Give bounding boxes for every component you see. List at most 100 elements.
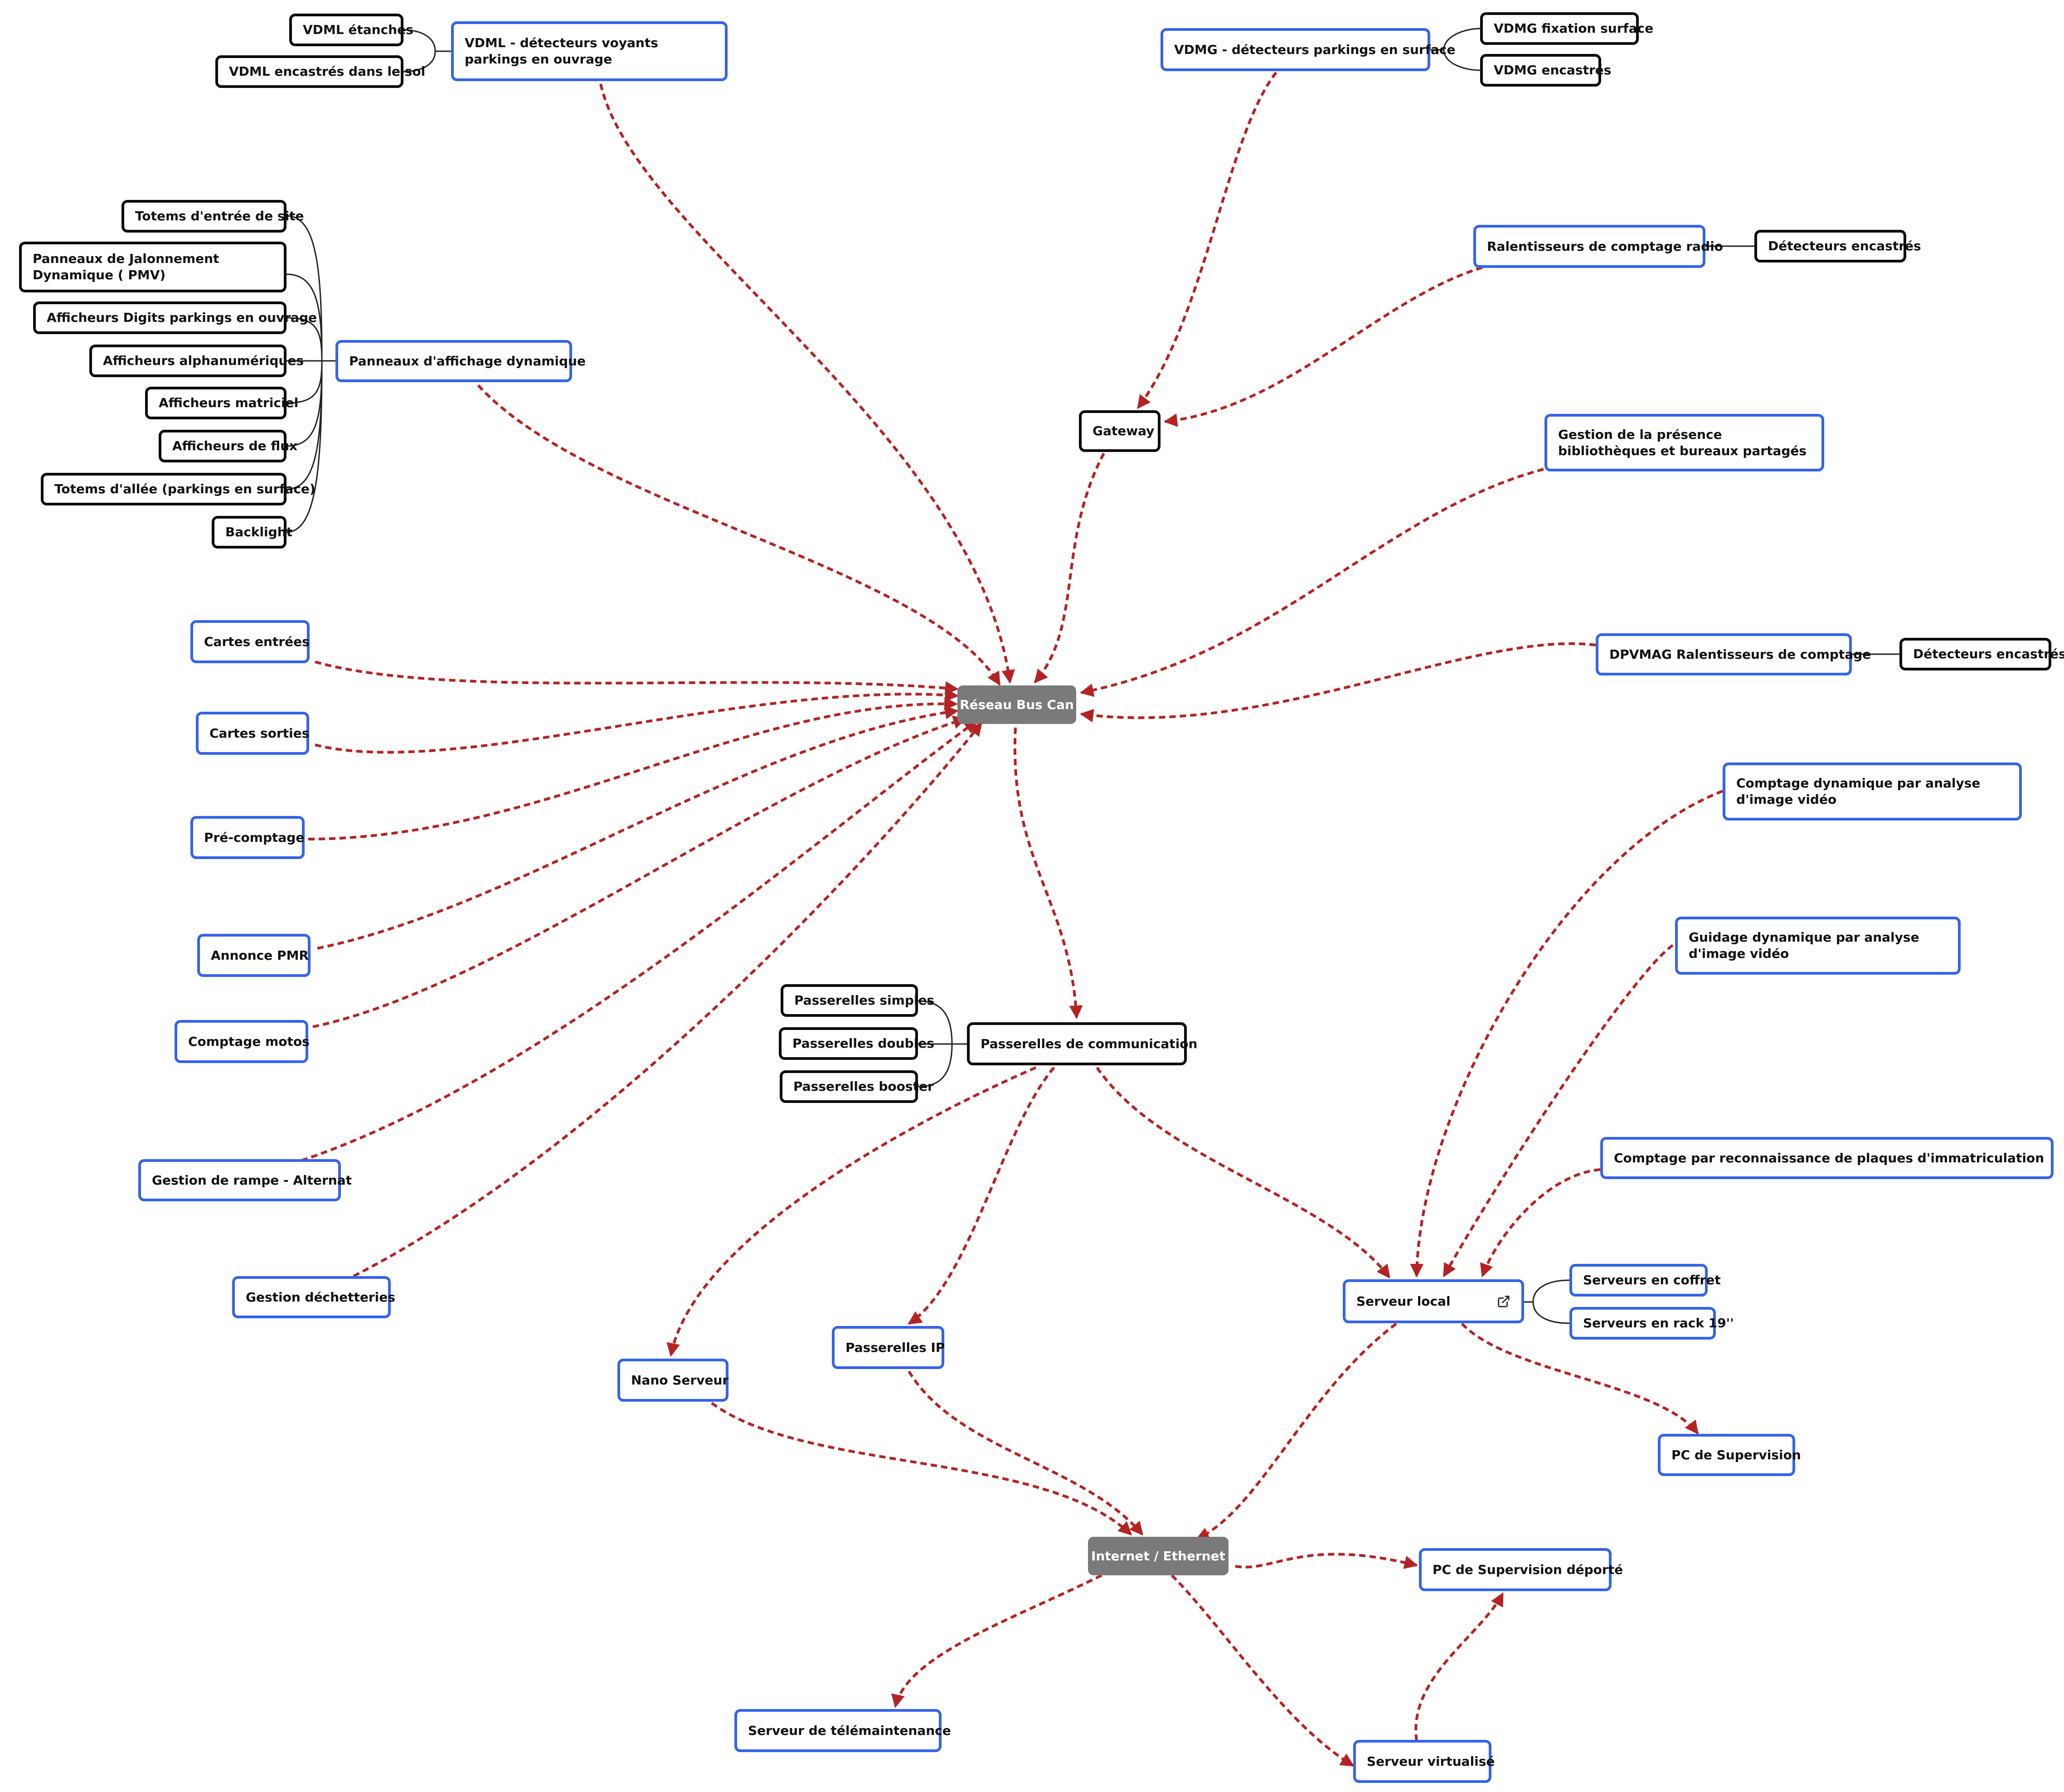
node-label: PC de Supervision déporté xyxy=(1433,1562,1623,1577)
node-totems-entree[interactable]: Totems d'entrée de site xyxy=(121,200,304,233)
arrow-dpvmag-to-reseau xyxy=(1080,642,1596,723)
node-vdml-encastres[interactable]: VDML encastrés dans le sol xyxy=(215,55,425,88)
node-vdmg-encastres[interactable]: VDMG encastrés xyxy=(1480,54,1611,87)
node-label: Annonce PMR xyxy=(211,947,309,963)
node-label: Totems d'allée (parkings en surface) xyxy=(54,481,316,496)
node-label: Réseau Bus Can xyxy=(960,697,1074,712)
node-label: Serveurs en coffret xyxy=(1583,1272,1721,1287)
node-label: Serveur local xyxy=(1356,1293,1451,1309)
node-gestion-presence[interactable]: Gestion de la présence bibliothèques et … xyxy=(1544,414,1824,471)
node-cartes-sorties[interactable]: Cartes sorties xyxy=(196,712,309,755)
node-reseau-bus-can[interactable]: Réseau Bus Can xyxy=(957,685,1076,724)
node-vdml[interactable]: VDML - détecteurs voyants parkings en ou… xyxy=(451,21,728,81)
node-label: Serveur virtualisé xyxy=(1367,1753,1495,1769)
node-serveurs-coffret[interactable]: Serveurs en coffret xyxy=(1569,1264,1721,1297)
node-label: Passerelles booster xyxy=(793,1079,934,1094)
tree-line-panneaux xyxy=(286,215,335,533)
arrow-internet-to-virtualise xyxy=(1170,1574,1355,1767)
node-label: Pré-comptage xyxy=(204,830,305,845)
node-cartes-entrees[interactable]: Cartes entrées xyxy=(190,620,310,663)
arrow-precomptage-to-reseau xyxy=(308,697,958,840)
node-label: DPVMAG Ralentisseurs de comptage xyxy=(1609,646,1871,662)
node-serveur-local[interactable]: Serveur local xyxy=(1343,1279,1524,1323)
arrow-passerelles-to-ip xyxy=(908,1067,1055,1325)
arrow-dechetteries-to-reseau xyxy=(353,722,983,1277)
node-afficheurs-flux[interactable]: Afficheurs de flux xyxy=(159,430,297,462)
node-pre-comptage[interactable]: Pré-comptage xyxy=(190,816,305,859)
node-detecteurs-encastres-2[interactable]: Détecteurs encastrés xyxy=(1899,638,2064,670)
node-label: Internet / Ethernet xyxy=(1091,1548,1226,1564)
node-detecteurs-encastres-1[interactable]: Détecteurs encastrés xyxy=(1754,230,1921,262)
node-label: Totems d'entrée de site xyxy=(135,209,304,223)
node-vdmg[interactable]: VDMG - détecteurs parkings en surface xyxy=(1161,28,1456,71)
arrow-motos-to-reseau xyxy=(312,715,967,1028)
node-comptage-plaques[interactable]: Comptage par reconnaissance de plaques d… xyxy=(1600,1137,2054,1179)
tree-line-vdmg xyxy=(1430,28,1481,71)
node-vdml-etanches[interactable]: VDML étanches xyxy=(289,14,413,46)
node-pc-supervision-deporte[interactable]: PC de Supervision déporté xyxy=(1419,1548,1623,1591)
node-afficheurs-digits[interactable]: Afficheurs Digits parkings en ouvrage xyxy=(33,301,317,334)
node-panneaux-affichage[interactable]: Panneaux d'affichage dynamique xyxy=(335,340,586,382)
node-passerelles-booster[interactable]: Passerelles booster xyxy=(780,1070,934,1103)
node-comptage-image[interactable]: Comptage dynamique par analyse d'image v… xyxy=(1723,762,2022,821)
node-label: Comptage dynamique par analyse d'image v… xyxy=(1736,776,1981,807)
node-label: Serveurs en rack 19'' xyxy=(1583,1316,1734,1331)
node-serveur-virtualise[interactable]: Serveur virtualisé xyxy=(1353,1740,1495,1783)
node-serveurs-rack[interactable]: Serveurs en rack 19'' xyxy=(1569,1307,1734,1340)
node-annonce-pmr[interactable]: Annonce PMR xyxy=(197,934,311,977)
node-label: Afficheurs alphanumériques xyxy=(103,353,304,368)
node-afficheurs-alpha[interactable]: Afficheurs alphanumériques xyxy=(89,345,304,377)
node-backlight[interactable]: Backlight xyxy=(212,516,292,549)
node-label: Passerelles simples xyxy=(794,993,935,1008)
node-label: Passerelles doubles xyxy=(792,1036,934,1051)
node-dpvmag[interactable]: DPVMAG Ralentisseurs de comptage xyxy=(1596,633,1871,675)
node-label: Passerelles de communication xyxy=(981,1036,1198,1051)
arrow-presence-to-reseau xyxy=(1080,468,1544,697)
node-pc-supervision[interactable]: PC de Supervision xyxy=(1658,1434,1801,1476)
node-comptage-motos[interactable]: Comptage motos xyxy=(175,1020,310,1063)
node-label: VDML étanches xyxy=(303,22,413,37)
node-vdmg-fixation[interactable]: VDMG fixation surface xyxy=(1480,12,1653,45)
node-passerelles-doubles[interactable]: Passerelles doubles xyxy=(779,1027,934,1060)
node-gateway[interactable]: Gateway xyxy=(1079,410,1161,452)
node-gestion-rampe[interactable]: Gestion de rampe - Alternat xyxy=(138,1159,352,1201)
node-label: Gestion de la présence bibliothèques et … xyxy=(1558,427,1807,458)
node-label: VDML - détecteurs voyants parkings en ou… xyxy=(465,35,658,67)
arrow-panneaux-to-reseau xyxy=(477,384,1001,686)
arrow-ip-to-internet xyxy=(908,1370,1144,1536)
node-passerelles-ip[interactable]: Passerelles IP xyxy=(832,1326,945,1369)
node-label: Gestion de rampe - Alternat xyxy=(152,1172,352,1188)
arrow-serveur-to-pc-supervision xyxy=(1461,1322,1699,1435)
node-label: Nano Serveur xyxy=(631,1372,729,1388)
arrow-internet-to-telemaintenance xyxy=(891,1574,1102,1708)
node-label: VDML encastrés dans le sol xyxy=(229,64,426,79)
node-passerelles-simples[interactable]: Passerelles simples xyxy=(781,984,934,1017)
tree-line-passerelles xyxy=(918,1000,967,1088)
node-serveur-telemaintenance[interactable]: Serveur de télémaintenance xyxy=(734,1709,951,1752)
external-link-icon[interactable] xyxy=(1497,1295,1510,1308)
arrow-guidage-image-to-serveur xyxy=(1442,944,1674,1277)
node-guidage-image[interactable]: Guidage dynamique par analyse d'image vi… xyxy=(1675,917,1961,975)
node-ralentisseurs-radio[interactable]: Ralentisseurs de comptage radio xyxy=(1473,225,1723,268)
tree-line-serveur-local xyxy=(1524,1279,1570,1324)
node-label: Comptage motos xyxy=(188,1034,310,1049)
arrow-pmr-to-reseau xyxy=(317,705,959,950)
arrow-vdml-to-reseau xyxy=(599,83,1015,684)
node-label: Panneaux d'affichage dynamique xyxy=(349,353,586,369)
node-label: Gestion déchetteries xyxy=(246,1289,395,1305)
node-passerelles-comm[interactable]: Passerelles de communication xyxy=(967,1022,1197,1065)
node-label: Afficheurs Digits parkings en ouvrage xyxy=(47,310,317,325)
node-afficheurs-matriciel[interactable]: Afficheurs matriciel xyxy=(145,387,298,419)
node-panneaux-jalonnement[interactable]: Panneaux de Jalonnement Dynamique ( PMV) xyxy=(19,242,287,292)
node-nano-serveur[interactable]: Nano Serveur xyxy=(617,1359,728,1402)
node-internet[interactable]: Internet / Ethernet xyxy=(1088,1537,1229,1575)
node-label: Afficheurs de flux xyxy=(172,438,298,453)
arrow-plaques-to-serveur xyxy=(1480,1168,1601,1277)
node-label: Cartes sorties xyxy=(209,725,310,741)
node-label: Afficheurs matriciel xyxy=(159,395,299,410)
node-label: Ralentisseurs de comptage radio xyxy=(1487,238,1723,254)
node-label: Guidage dynamique par analyse d'image vi… xyxy=(1689,930,1919,961)
node-totems-allee[interactable]: Totems d'allée (parkings en surface) xyxy=(41,473,316,505)
node-gestion-dechetteries[interactable]: Gestion déchetteries xyxy=(232,1276,395,1318)
